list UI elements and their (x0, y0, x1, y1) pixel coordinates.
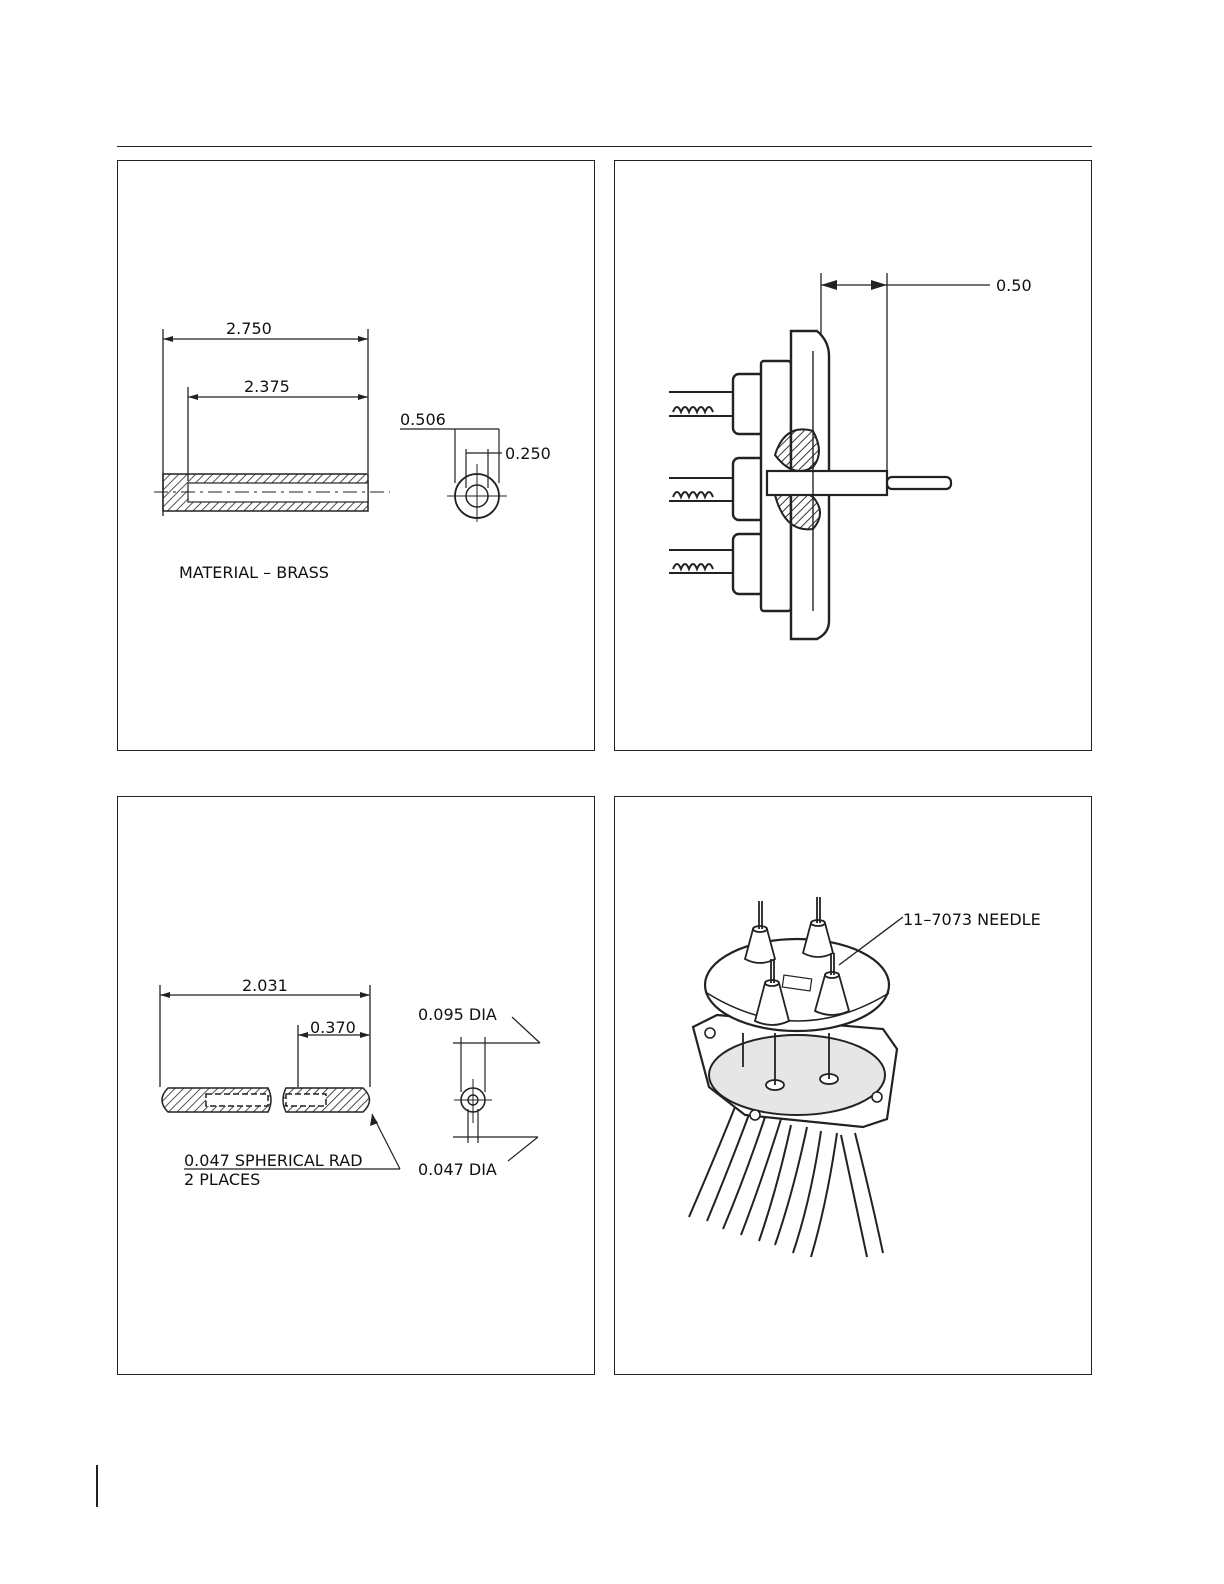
margin-change-bar (96, 1465, 98, 1507)
dim-end-length: 0.370 (310, 1018, 356, 1037)
panel-connector-section: 0.50 (614, 160, 1092, 751)
mounting-hole (750, 1110, 760, 1120)
dim-overall-length: 2.031 (242, 976, 288, 995)
places-note: 2 PLACES (184, 1170, 260, 1189)
dim-outer-diameter: 0.506 (400, 410, 446, 429)
pin-side-view (162, 1088, 370, 1112)
panel-needle-assembly: 11–7073 NEEDLE (614, 796, 1092, 1375)
header-rule (117, 146, 1092, 147)
panel-pin-drawing: 2.031 0.370 0.095 DIA 0.047 DIA (117, 796, 595, 1375)
dim-inner-diameter: 0.047 DIA (418, 1160, 497, 1179)
dim-outer-diameter: 0.095 DIA (418, 1005, 497, 1024)
brass-sleeve-drawing: 2.750 2.375 0.506 0.250 MATERIAL – BRASS (118, 161, 596, 752)
sleeve-end-view (400, 429, 507, 522)
assembly-cables (689, 1107, 883, 1257)
mounting-hole (705, 1028, 715, 1038)
pin-end-view (453, 1017, 540, 1161)
needle-callout: 11–7073 NEEDLE (903, 910, 1041, 929)
spherical-radius-note: 0.047 SPHERICAL RAD (184, 1151, 363, 1170)
pin-drawing: 2.031 0.370 0.095 DIA 0.047 DIA (118, 797, 596, 1376)
dim-inner-diameter: 0.250 (505, 444, 551, 463)
base-cavity (709, 1035, 885, 1115)
sleeve-side-view (154, 474, 390, 511)
connector-pin (767, 471, 951, 495)
mounting-hole (872, 1092, 882, 1102)
dim-bore-length: 2.375 (244, 377, 290, 396)
dim-offset: 0.50 (996, 276, 1032, 295)
needle-assembly-illustration: 11–7073 NEEDLE (615, 797, 1093, 1376)
cables (669, 392, 735, 573)
panel-brass-sleeve: 2.750 2.375 0.506 0.250 MATERIAL – BRASS (117, 160, 595, 751)
material-note: MATERIAL – BRASS (179, 563, 329, 582)
connector-section-drawing: 0.50 (615, 161, 1093, 752)
dim-overall-length: 2.750 (226, 319, 272, 338)
